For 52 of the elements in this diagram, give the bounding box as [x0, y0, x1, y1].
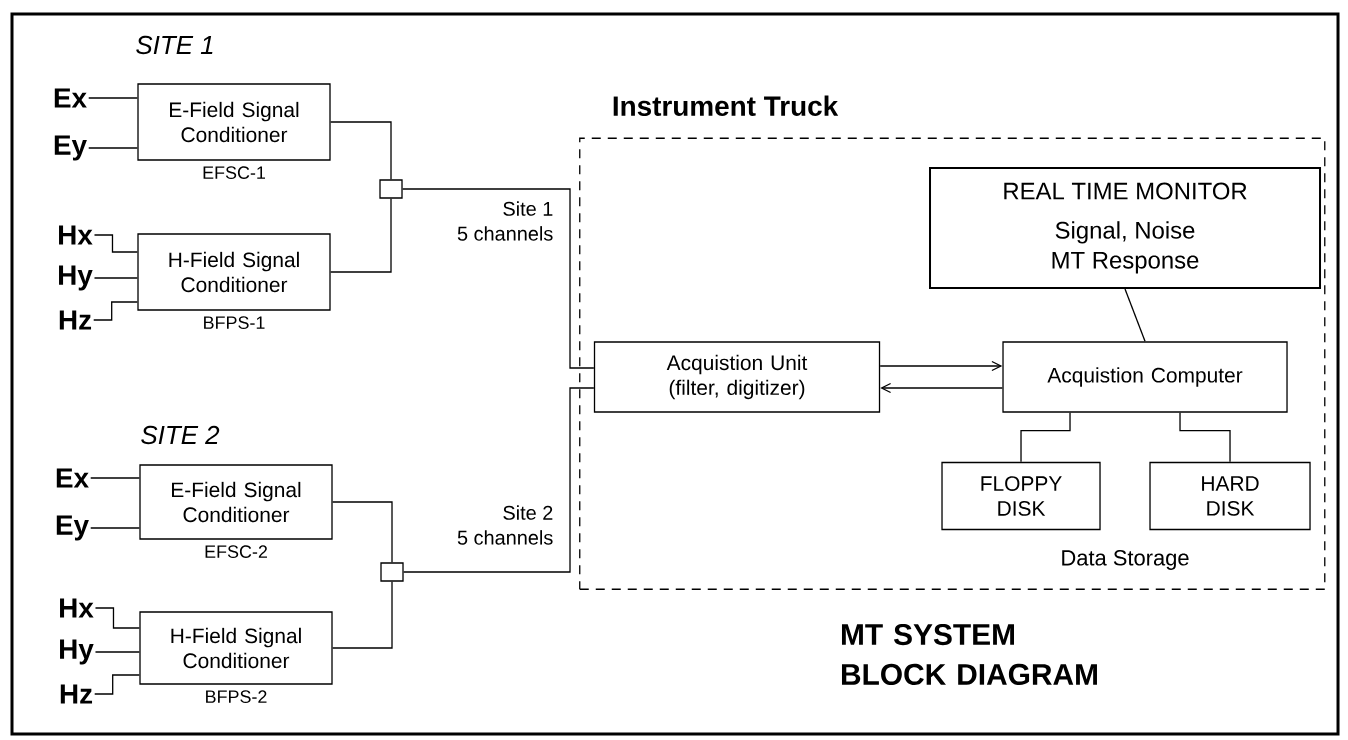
block-box: FLOPPY DISK — [941, 461, 1101, 531]
connector — [879, 360, 1003, 372]
junction-box — [379, 179, 403, 199]
signal-label: Hz — [59, 310, 92, 330]
connector — [88, 97, 138, 99]
site-heading: SITE 1 — [136, 35, 213, 55]
connector — [88, 147, 138, 149]
connector — [94, 674, 140, 695]
block-box: H-Field Signal Conditioner — [137, 233, 331, 311]
connector — [1124, 288, 1146, 342]
connector — [1020, 412, 1071, 463]
group-heading: Instrument Truck — [613, 95, 839, 116]
connector — [402, 188, 595, 369]
connector — [93, 301, 138, 321]
signal-label: Hx — [59, 225, 93, 245]
part-code: BFPS-1 — [204, 316, 265, 329]
connector — [1179, 412, 1231, 463]
diagram-title: MT SYSTEM BLOCK DIAGRAM — [842, 623, 1097, 685]
signal-label: Ey — [54, 135, 87, 161]
edge-label: Site 1 5 channels — [457, 201, 553, 241]
connector — [93, 277, 138, 279]
connector — [332, 501, 393, 563]
part-code: EFSC-2 — [205, 545, 267, 558]
connector — [332, 581, 393, 649]
block-box: HARD DISK — [1149, 461, 1311, 531]
connector — [330, 121, 392, 180]
group-caption: Data Storage — [1062, 550, 1189, 570]
block-box: E-Field Signal Conditioner — [139, 464, 333, 540]
connector — [94, 651, 140, 653]
junction-box — [380, 562, 404, 582]
signal-label: Ey — [56, 515, 89, 541]
edge-label: Site 2 5 channels — [457, 505, 553, 545]
block-box: H-Field Signal Conditioner — [139, 611, 333, 685]
signal-label: Hy — [60, 639, 94, 665]
block-box: E-Field Signal Conditioner — [137, 83, 331, 161]
connector — [403, 387, 595, 573]
signal-label: Ex — [54, 88, 87, 108]
signal-label: Ex — [56, 468, 89, 488]
connector — [90, 477, 140, 479]
signal-label: Hy — [59, 265, 93, 291]
part-code: BFPS-2 — [206, 690, 267, 703]
connector — [330, 198, 392, 273]
part-code: EFSC-1 — [203, 166, 265, 179]
block-box: Acquistion Computer — [1002, 341, 1288, 413]
monitor-box: REAL TIME MONITOR Signal, Noise MT Response — [929, 167, 1321, 289]
connector — [94, 607, 140, 629]
connector — [880, 382, 1003, 394]
signal-label: Hx — [60, 598, 94, 618]
signal-label: Hz — [60, 684, 93, 704]
block-box: Acquistion Unit (filter, digitizer) — [593, 341, 881, 413]
connector — [90, 527, 140, 529]
connector — [93, 234, 138, 253]
